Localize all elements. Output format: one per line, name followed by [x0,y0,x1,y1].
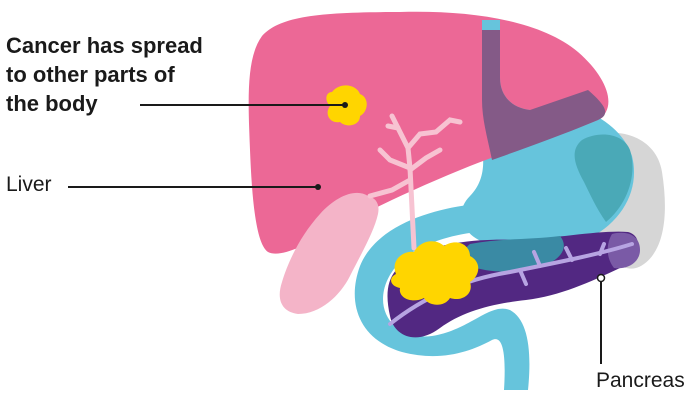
cancer-label-line-3: the body [6,89,203,118]
cancer-label-line-1: Cancer has spread [6,31,203,60]
liver-label: Liver [6,173,52,197]
cancer-spread-label: Cancer has spread to other parts of the … [6,31,203,118]
pancreas-label: Pancreas [596,369,685,393]
cancer-label-line-2: to other parts of [6,60,203,89]
